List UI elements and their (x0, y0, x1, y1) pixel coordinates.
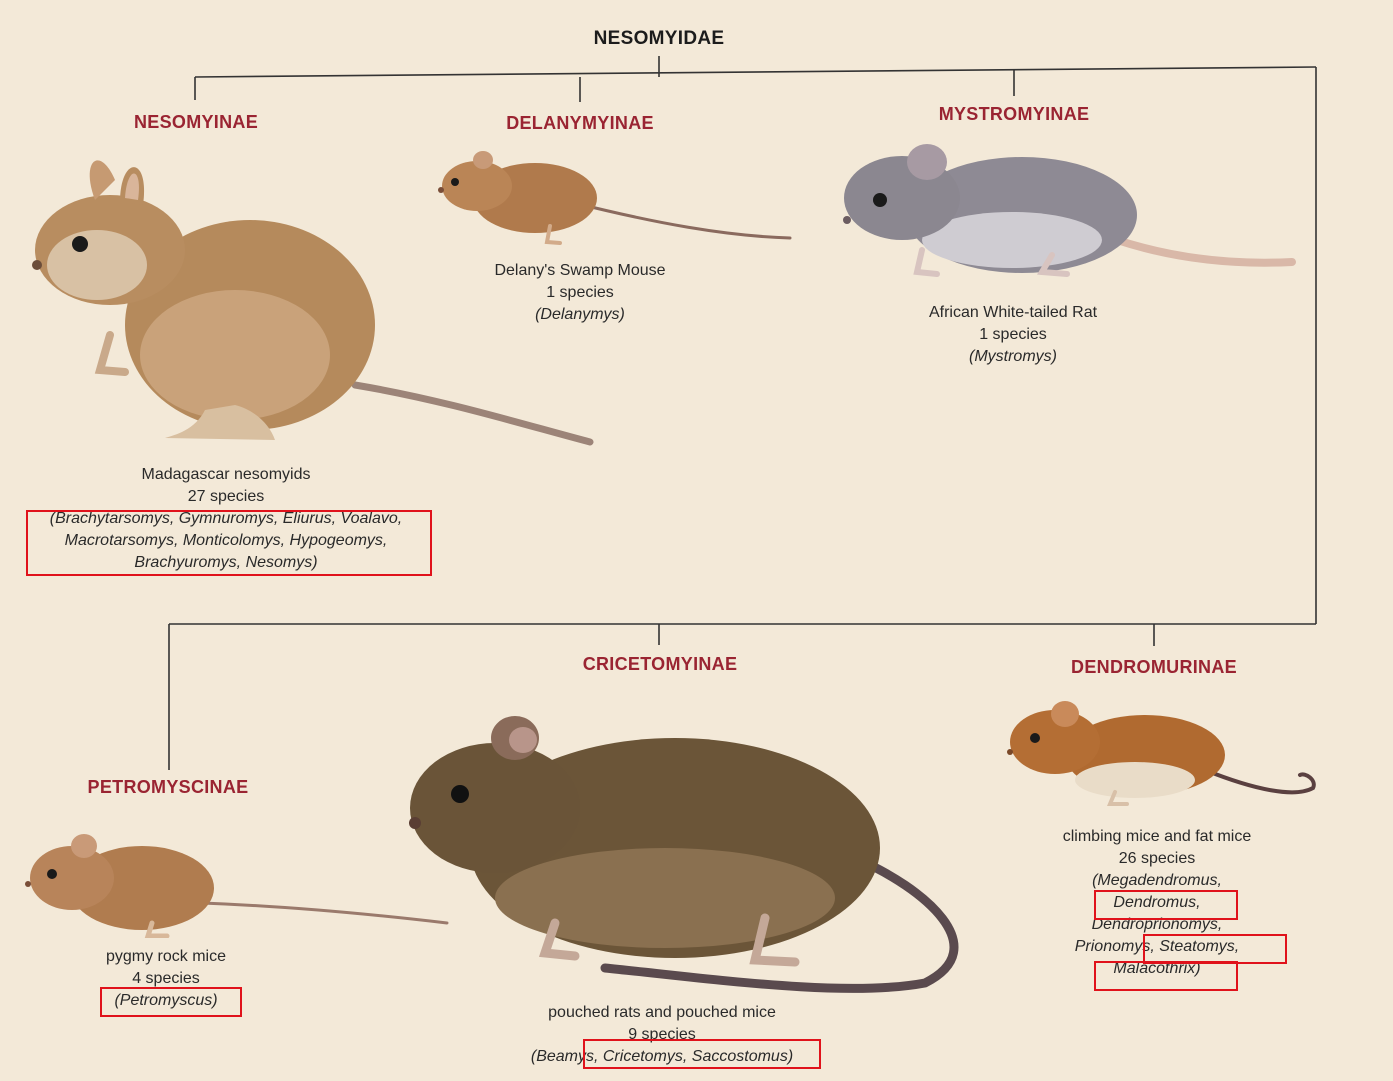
species-count: 1 species (460, 282, 700, 304)
genera-line: (Megadendromus, (1030, 870, 1284, 892)
common-name: climbing mice and fat mice (1030, 826, 1284, 848)
common-name: Madagascar nesomyids (20, 464, 432, 486)
genera-line: (Delanymys) (460, 304, 700, 326)
delanys-swamp-mouse-illustration (435, 148, 800, 248)
family-title: NESOMYIDAE (559, 28, 759, 50)
subfamily-label-dendromurinae: DENDROMURINAE (1054, 657, 1254, 678)
highlight-box-dendromus (1094, 890, 1238, 920)
african-white-tailed-rat-illustration (842, 140, 1297, 280)
common-name: Delany's Swamp Mouse (460, 260, 700, 282)
species-count: 1 species (893, 324, 1133, 346)
species-count: 26 species (1030, 848, 1284, 870)
subfamily-label-mystromyinae: MYSTROMYINAE (914, 104, 1114, 125)
pouched-rat-illustration (405, 698, 990, 998)
common-name: pygmy rock mice (60, 946, 272, 968)
highlight-box-petromyscus (100, 987, 242, 1017)
caption-delanymyinae: Delany's Swamp Mouse 1 species (Delanymy… (460, 260, 700, 326)
common-name: pouched rats and pouched mice (500, 1002, 824, 1024)
highlight-box-steatomys (1143, 934, 1287, 964)
caption-mystromyinae: African White-tailed Rat 1 species (Myst… (893, 302, 1133, 368)
subfamily-label-nesomyinae: NESOMYINAE (96, 112, 296, 133)
climbing-mouse-illustration (1005, 700, 1320, 810)
highlight-box-nesomyinae-genera (26, 510, 432, 576)
subfamily-label-delanymyinae: DELANYMYINAE (480, 113, 680, 134)
genera-line: (Mystromys) (893, 346, 1133, 368)
pygmy-rock-mouse-illustration (22, 828, 452, 938)
species-count: 27 species (20, 486, 432, 508)
subfamily-label-cricetomyinae: CRICETOMYINAE (560, 654, 760, 675)
highlight-box-cricetomys-saccostomus (583, 1039, 821, 1069)
common-name: African White-tailed Rat (893, 302, 1133, 324)
highlight-box-malacothrix (1094, 961, 1238, 991)
subfamily-label-petromyscinae: PETROMYSCINAE (68, 777, 268, 798)
